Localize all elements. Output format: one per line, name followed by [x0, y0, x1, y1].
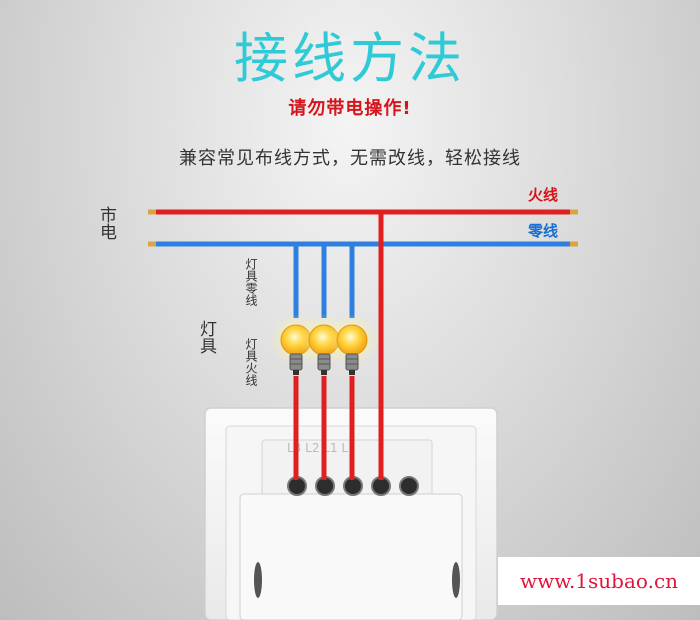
mains-label: 市电 — [96, 206, 116, 240]
switch-panel-text: L3 L2 L1 L — [287, 441, 348, 455]
bulb-3 — [326, 314, 378, 375]
lamp-neutral-label: 灯具零线 — [244, 258, 258, 306]
lamp-label: 灯具 — [196, 320, 216, 354]
neutral-wire-label: 零线 — [528, 222, 559, 240]
live-wire-label: 火线 — [528, 186, 559, 204]
subtitle-text: 兼容常见布线方式，无需改线，轻松接线 — [179, 148, 521, 169]
watermark: www.1subao.cn — [498, 557, 700, 605]
page-title: 接线方法 — [234, 27, 466, 90]
warning-text: 请勿带电操作! — [288, 98, 412, 119]
lamp-live-label: 灯具火线 — [244, 338, 258, 386]
lamp-neutral-wires — [293, 244, 355, 318]
switch-panel: L3 L2 L1 L — [204, 407, 498, 620]
lamp-live-wires — [293, 376, 355, 480]
